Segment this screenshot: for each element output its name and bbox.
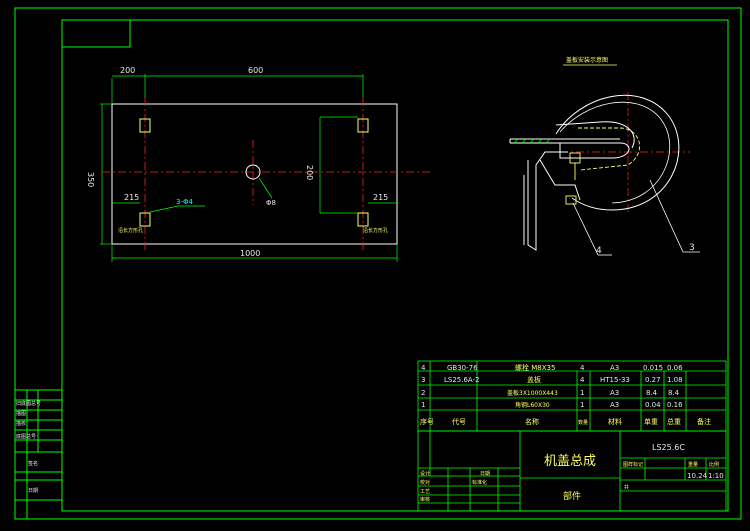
dim-offset-left: 215 — [124, 193, 139, 202]
center-hole-label: Φ8 — [266, 199, 276, 207]
bom-h-total: 总重 — [667, 417, 681, 426]
bom-r0-name: 螺栓 M8X35 — [515, 363, 555, 372]
binding-strip — [15, 389, 62, 519]
strip-label-1: 签名 — [28, 460, 38, 467]
bom-r1-material: HT15-33 — [600, 376, 630, 384]
bom-r0-code: GB30-76 — [447, 364, 478, 372]
top-view: 200 600 350 200 215 215 1000 3-Φ4 Φ8 沿长方… — [86, 66, 432, 262]
bom-r2-no: 2 — [421, 389, 425, 397]
label-date: 日期 — [480, 471, 490, 477]
side-view-title: 盖板安装示意图 — [566, 56, 608, 64]
bom-r1-total: 1.08 — [667, 376, 683, 384]
slot-hole-br — [357, 212, 369, 227]
note-left: 沿长方形孔 — [118, 227, 143, 234]
dim-height: 350 — [86, 172, 95, 187]
center-hole — [245, 164, 261, 180]
side-view: 盖板安装示意图 — [509, 56, 700, 256]
note-right: 沿长方形孔 — [363, 227, 388, 234]
bom-r3-name: 角钢L60X30 — [515, 401, 550, 409]
label-design: 设计 — [420, 470, 430, 477]
label-process: 工艺 — [420, 489, 430, 495]
weight-value: 10.24 — [687, 472, 708, 480]
bom-r0-total: 0.06 — [667, 364, 683, 372]
part-type: 部件 — [563, 490, 581, 502]
bom-h-name: 名称 — [525, 417, 539, 426]
title-block — [417, 430, 727, 512]
slot-hole-bl — [139, 212, 151, 227]
bom-r1-qty: 4 — [580, 376, 585, 384]
bom-r1-no: 3 — [421, 376, 425, 384]
dim-span: 600 — [248, 66, 263, 75]
balloon-3: 3 — [689, 243, 695, 253]
bom-h-material: 材料 — [608, 417, 622, 426]
slot-hole-tl — [139, 118, 151, 133]
label-check: 校对 — [420, 479, 430, 486]
label-weight: 重量 — [688, 461, 698, 468]
slot-hole-tr — [357, 118, 369, 133]
bom-r0-unit: 0.015 — [643, 364, 663, 372]
bom-h-unit: 单重 — [644, 417, 658, 426]
bom-r1-unit: 0.27 — [645, 376, 661, 384]
bom-r3-material: A3 — [610, 401, 619, 409]
bom-r3-qty: 1 — [580, 401, 584, 409]
dim-offset-right: 215 — [373, 193, 388, 202]
dim-left: 200 — [120, 66, 135, 75]
bom-rows: 4 GB30-76 螺栓 M8X35 4 A3 0.015 0.06 3 LS2… — [420, 363, 711, 426]
cover-arc — [555, 94, 680, 211]
bom-r0-qty: 4 — [580, 364, 585, 372]
bom-h-note: 备注 — [697, 417, 711, 426]
drawing-frame — [14, 7, 742, 520]
bom-h-qty: 数量 — [578, 419, 588, 426]
bom-h-no: 序号 — [420, 417, 434, 426]
drawing-name: 机盖总成 — [544, 454, 596, 469]
bom-r2-unit: 8.4 — [646, 389, 658, 397]
bom-r2-name: 盖板3X1000X443 — [507, 389, 558, 397]
bom-r3-total: 0.16 — [667, 401, 683, 409]
balloon-4: 4 — [596, 246, 602, 256]
bom-r0-material: A3 — [610, 364, 619, 372]
strip-label-2: 日期 — [28, 488, 38, 494]
plate-outline — [111, 103, 398, 245]
bom-r2-qty: 1 — [580, 389, 584, 397]
label-mark: 图样标记 — [623, 461, 643, 468]
dim-inner: 200 — [305, 165, 314, 180]
label-approve: 审核 — [420, 496, 430, 503]
bom-r3-no: 1 — [421, 401, 425, 409]
label-sheet: 共 — [624, 484, 629, 491]
bom-r2-material: A3 — [610, 389, 619, 397]
bom-r1-name: 盖板 — [527, 375, 541, 384]
bom-r1-code: LS25.6A-2 — [444, 376, 480, 384]
scale-value: 1:10 — [708, 472, 724, 480]
label-scale: 比例 — [709, 461, 719, 468]
drawing-no: LS25.6C — [652, 443, 685, 452]
bom-table — [417, 360, 727, 432]
dim-total: 1000 — [240, 249, 260, 258]
label-std: 标准化 — [472, 479, 487, 486]
strip-label-3: 旧底图总号 — [16, 400, 41, 407]
title-block-text: LS25.6C 机盖总成 部件 图样标记 重量 比例 10.24 1:10 共 … — [420, 443, 724, 503]
hole-label: 3-Φ4 — [176, 198, 193, 206]
bom-r3-unit: 0.04 — [645, 401, 661, 409]
strip-label-0: 底图总号 — [16, 433, 36, 440]
strip-label-5: 描校 — [16, 420, 26, 427]
strip-label-4: 描图 — [16, 410, 26, 417]
bom-r0-no: 4 — [421, 364, 426, 372]
bom-r2-total: 8.4 — [668, 389, 680, 397]
binding-strip-labels: 底图总号 签名 日期 旧底图总号 描图 描校 — [16, 400, 41, 494]
bom-h-code: 代号 — [452, 417, 466, 426]
